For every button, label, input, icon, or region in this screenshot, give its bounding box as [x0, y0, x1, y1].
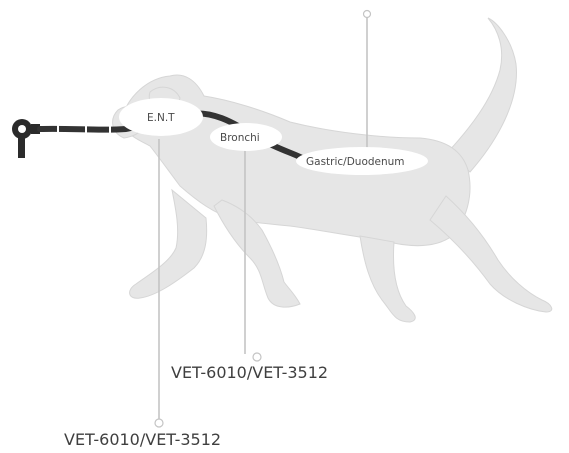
label-bronchi-text: Bronchi — [220, 132, 260, 144]
model-label-lower: VET-6010/VET-3512 — [64, 430, 221, 449]
label-ent: E.N.T — [119, 98, 203, 136]
label-gastric: Gastric/Duodenum — [296, 147, 428, 175]
label-gastric-text: Gastric/Duodenum — [306, 156, 405, 168]
label-bronchi: Bronchi — [210, 123, 282, 151]
pointer-end-ent — [155, 419, 163, 427]
label-ent-text: E.N.T — [147, 112, 175, 124]
model-label-upper: VET-6010/VET-3512 — [171, 363, 328, 382]
endoscope-handle-icon — [12, 119, 40, 158]
pointer-end-bronchi — [253, 353, 261, 361]
pointer-end-gastric — [364, 11, 371, 18]
